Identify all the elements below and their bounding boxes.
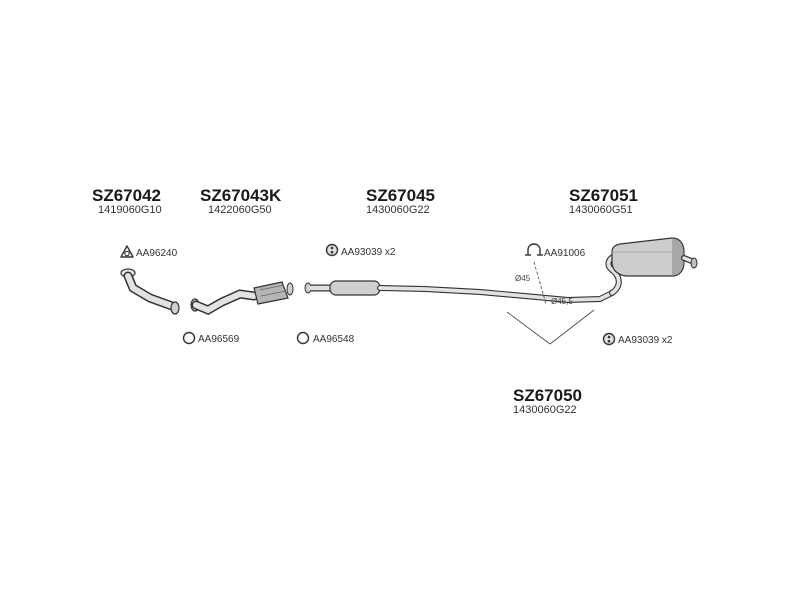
dimension-lines xyxy=(506,261,595,345)
ring-gasket-icon xyxy=(296,331,310,345)
part-number: 1430060G22 xyxy=(513,404,577,416)
accessory-label[interactable]: AA96548 xyxy=(313,334,355,345)
part-code[interactable]: SZ67051 xyxy=(569,186,638,205)
accessory-label[interactable]: AA96240 xyxy=(136,248,178,259)
part-number: 1430060G22 xyxy=(366,204,430,216)
front-pipe-part[interactable] xyxy=(120,268,180,315)
accessory-label[interactable]: AA93039 x2 xyxy=(618,335,673,346)
part-code[interactable]: SZ67042 xyxy=(92,186,161,205)
pipe-clamp-icon xyxy=(525,243,543,256)
catalytic-converter-part[interactable] xyxy=(190,281,294,316)
rubber-hanger-icon xyxy=(602,332,616,346)
dimension-label: Ø45 xyxy=(515,274,531,283)
part-code[interactable]: SZ67050 xyxy=(513,386,582,405)
middle-silencer-part[interactable] xyxy=(304,253,622,304)
flange-gasket-icon xyxy=(120,245,134,258)
ring-gasket-icon xyxy=(182,331,196,345)
dimension-label: Ø45,5 xyxy=(551,297,573,306)
part-code[interactable]: SZ67045 xyxy=(366,186,435,205)
rubber-hanger-icon xyxy=(325,243,339,257)
accessory-label[interactable]: AA93039 x2 xyxy=(341,247,396,258)
accessory-label[interactable]: AA96569 xyxy=(198,334,240,345)
part-number: 1422060G50 xyxy=(208,204,272,216)
part-number: 1419060G10 xyxy=(98,204,162,216)
rear-silencer-part[interactable] xyxy=(611,237,698,277)
part-number: 1430060G51 xyxy=(569,204,633,216)
part-code[interactable]: SZ67043K xyxy=(200,186,282,205)
accessory-label[interactable]: AA91006 xyxy=(544,248,586,259)
